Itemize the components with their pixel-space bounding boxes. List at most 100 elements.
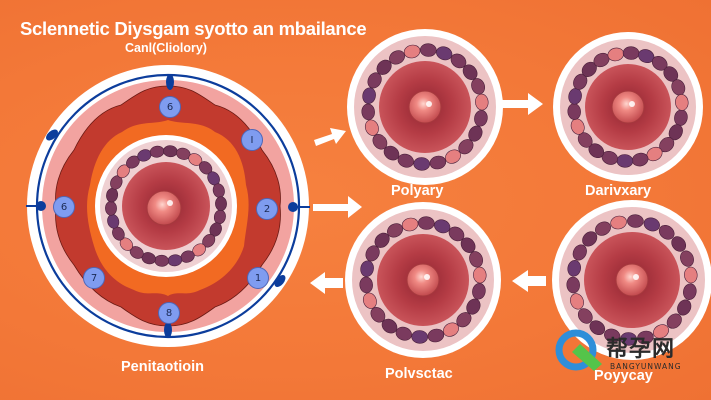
cell-bead bbox=[610, 215, 627, 230]
watermark-logo-icon bbox=[555, 329, 602, 371]
cell-bead bbox=[434, 219, 451, 234]
cell-bead bbox=[671, 236, 687, 252]
cell-bead bbox=[456, 312, 472, 328]
pin-upper-left bbox=[46, 129, 58, 141]
cell-bead bbox=[677, 299, 692, 316]
stage-2-label: Darivxary bbox=[585, 183, 652, 199]
arrow-stage1-to-stage2 bbox=[501, 93, 543, 115]
main-diagram-label: Penitaotioin bbox=[121, 359, 204, 375]
arrow-stage4-to-stage3 bbox=[512, 270, 546, 292]
main-diagram bbox=[26, 65, 310, 347]
cell-bead bbox=[443, 322, 459, 337]
cell-nucleus bbox=[615, 263, 649, 297]
cell-bead bbox=[684, 266, 698, 284]
nucleus-highlight bbox=[633, 274, 639, 280]
cell-bead bbox=[360, 260, 374, 277]
stage-1-label: Polyary bbox=[391, 183, 444, 199]
cell-bead bbox=[215, 196, 227, 211]
cell-bead bbox=[445, 149, 461, 164]
ring-badge: 2 bbox=[256, 198, 278, 220]
flow-arrows bbox=[310, 93, 546, 294]
nucleus-highlight bbox=[629, 101, 635, 107]
cell-bead bbox=[458, 139, 474, 155]
cell-bead bbox=[365, 245, 380, 262]
cell-bead bbox=[362, 292, 377, 309]
ring-badge: 6 bbox=[159, 96, 181, 118]
cell-bead bbox=[589, 320, 606, 335]
cell-bead bbox=[364, 119, 379, 136]
cell-bead bbox=[675, 94, 689, 111]
cell-bead bbox=[471, 78, 486, 95]
cell-bead bbox=[627, 214, 644, 228]
pin-top bbox=[166, 74, 174, 90]
cell-bead bbox=[397, 153, 414, 168]
ring-badge: 6 bbox=[53, 196, 75, 218]
cell-bead bbox=[460, 237, 476, 253]
pin-lower-right bbox=[274, 275, 286, 287]
cell-bead bbox=[383, 145, 400, 161]
cell-bead bbox=[577, 308, 593, 324]
cell-bead bbox=[359, 276, 373, 294]
cell-bead bbox=[105, 201, 117, 216]
cell-nucleus bbox=[611, 90, 645, 124]
cell-bead bbox=[448, 226, 465, 242]
ring-badge: 1 bbox=[247, 267, 269, 289]
cell-bead bbox=[401, 217, 419, 232]
cell-bead bbox=[436, 46, 453, 61]
arrow-main-to-stage1 bbox=[314, 128, 346, 146]
cell-bead bbox=[604, 328, 621, 343]
cell-bead bbox=[620, 332, 637, 346]
cell-beads bbox=[567, 46, 689, 168]
stage-cell-3 bbox=[345, 202, 501, 358]
cell-bead bbox=[582, 231, 598, 247]
cell-bead bbox=[418, 216, 435, 230]
cell-nucleus bbox=[146, 190, 182, 226]
cell-bead bbox=[680, 250, 694, 267]
cell-bead bbox=[566, 276, 580, 294]
arrow-stage3-to-main bbox=[310, 272, 343, 294]
watermark-text-en: BANGYUNWANG bbox=[610, 362, 682, 371]
cell-nucleus bbox=[406, 263, 440, 297]
cell-nucleus bbox=[408, 90, 442, 124]
cell-beads bbox=[361, 43, 489, 171]
nucleus-highlight bbox=[424, 274, 430, 280]
cell-bead bbox=[370, 307, 386, 323]
pin-bottom bbox=[164, 322, 172, 338]
stage-4-label: Poyycay bbox=[594, 368, 653, 384]
cell-bead bbox=[637, 330, 654, 345]
cell-bead bbox=[427, 328, 445, 343]
cell-bead bbox=[474, 110, 488, 127]
cell-bead bbox=[469, 251, 484, 268]
cell-bead bbox=[653, 324, 669, 339]
cell-bead bbox=[387, 223, 403, 238]
cell-beads bbox=[359, 216, 487, 344]
stage-cell-2 bbox=[553, 32, 703, 182]
cell-bead bbox=[450, 53, 467, 69]
cell-bead bbox=[389, 50, 405, 65]
ring-badge: 8 bbox=[158, 302, 180, 324]
cell-bead bbox=[413, 157, 430, 171]
ring-badge: I bbox=[241, 129, 263, 151]
cell-bead bbox=[658, 225, 675, 240]
cell-bead bbox=[572, 244, 587, 261]
cell-bead bbox=[472, 283, 486, 300]
diagram-title: Sclennetic Diysgam syotto an mbailance bbox=[20, 18, 367, 39]
cell-bead bbox=[429, 155, 447, 170]
cell-bead bbox=[462, 64, 478, 80]
cell-bead bbox=[372, 134, 388, 150]
cell-bead bbox=[567, 260, 581, 277]
stage-cell-1 bbox=[347, 29, 503, 185]
cell-bead bbox=[666, 313, 682, 329]
nucleus-highlight bbox=[167, 200, 173, 206]
ring-badge: 7 bbox=[83, 267, 105, 289]
cell-bead bbox=[411, 330, 428, 344]
blue-pins bbox=[26, 74, 310, 338]
cell-beads bbox=[105, 145, 227, 267]
cell-bead bbox=[403, 44, 421, 59]
cell-bead bbox=[362, 87, 376, 104]
cell-bead bbox=[468, 125, 483, 142]
cell-bead bbox=[683, 283, 697, 300]
watermark-text-cn: 帮孕网 bbox=[606, 336, 676, 362]
cell-bead bbox=[381, 318, 398, 334]
